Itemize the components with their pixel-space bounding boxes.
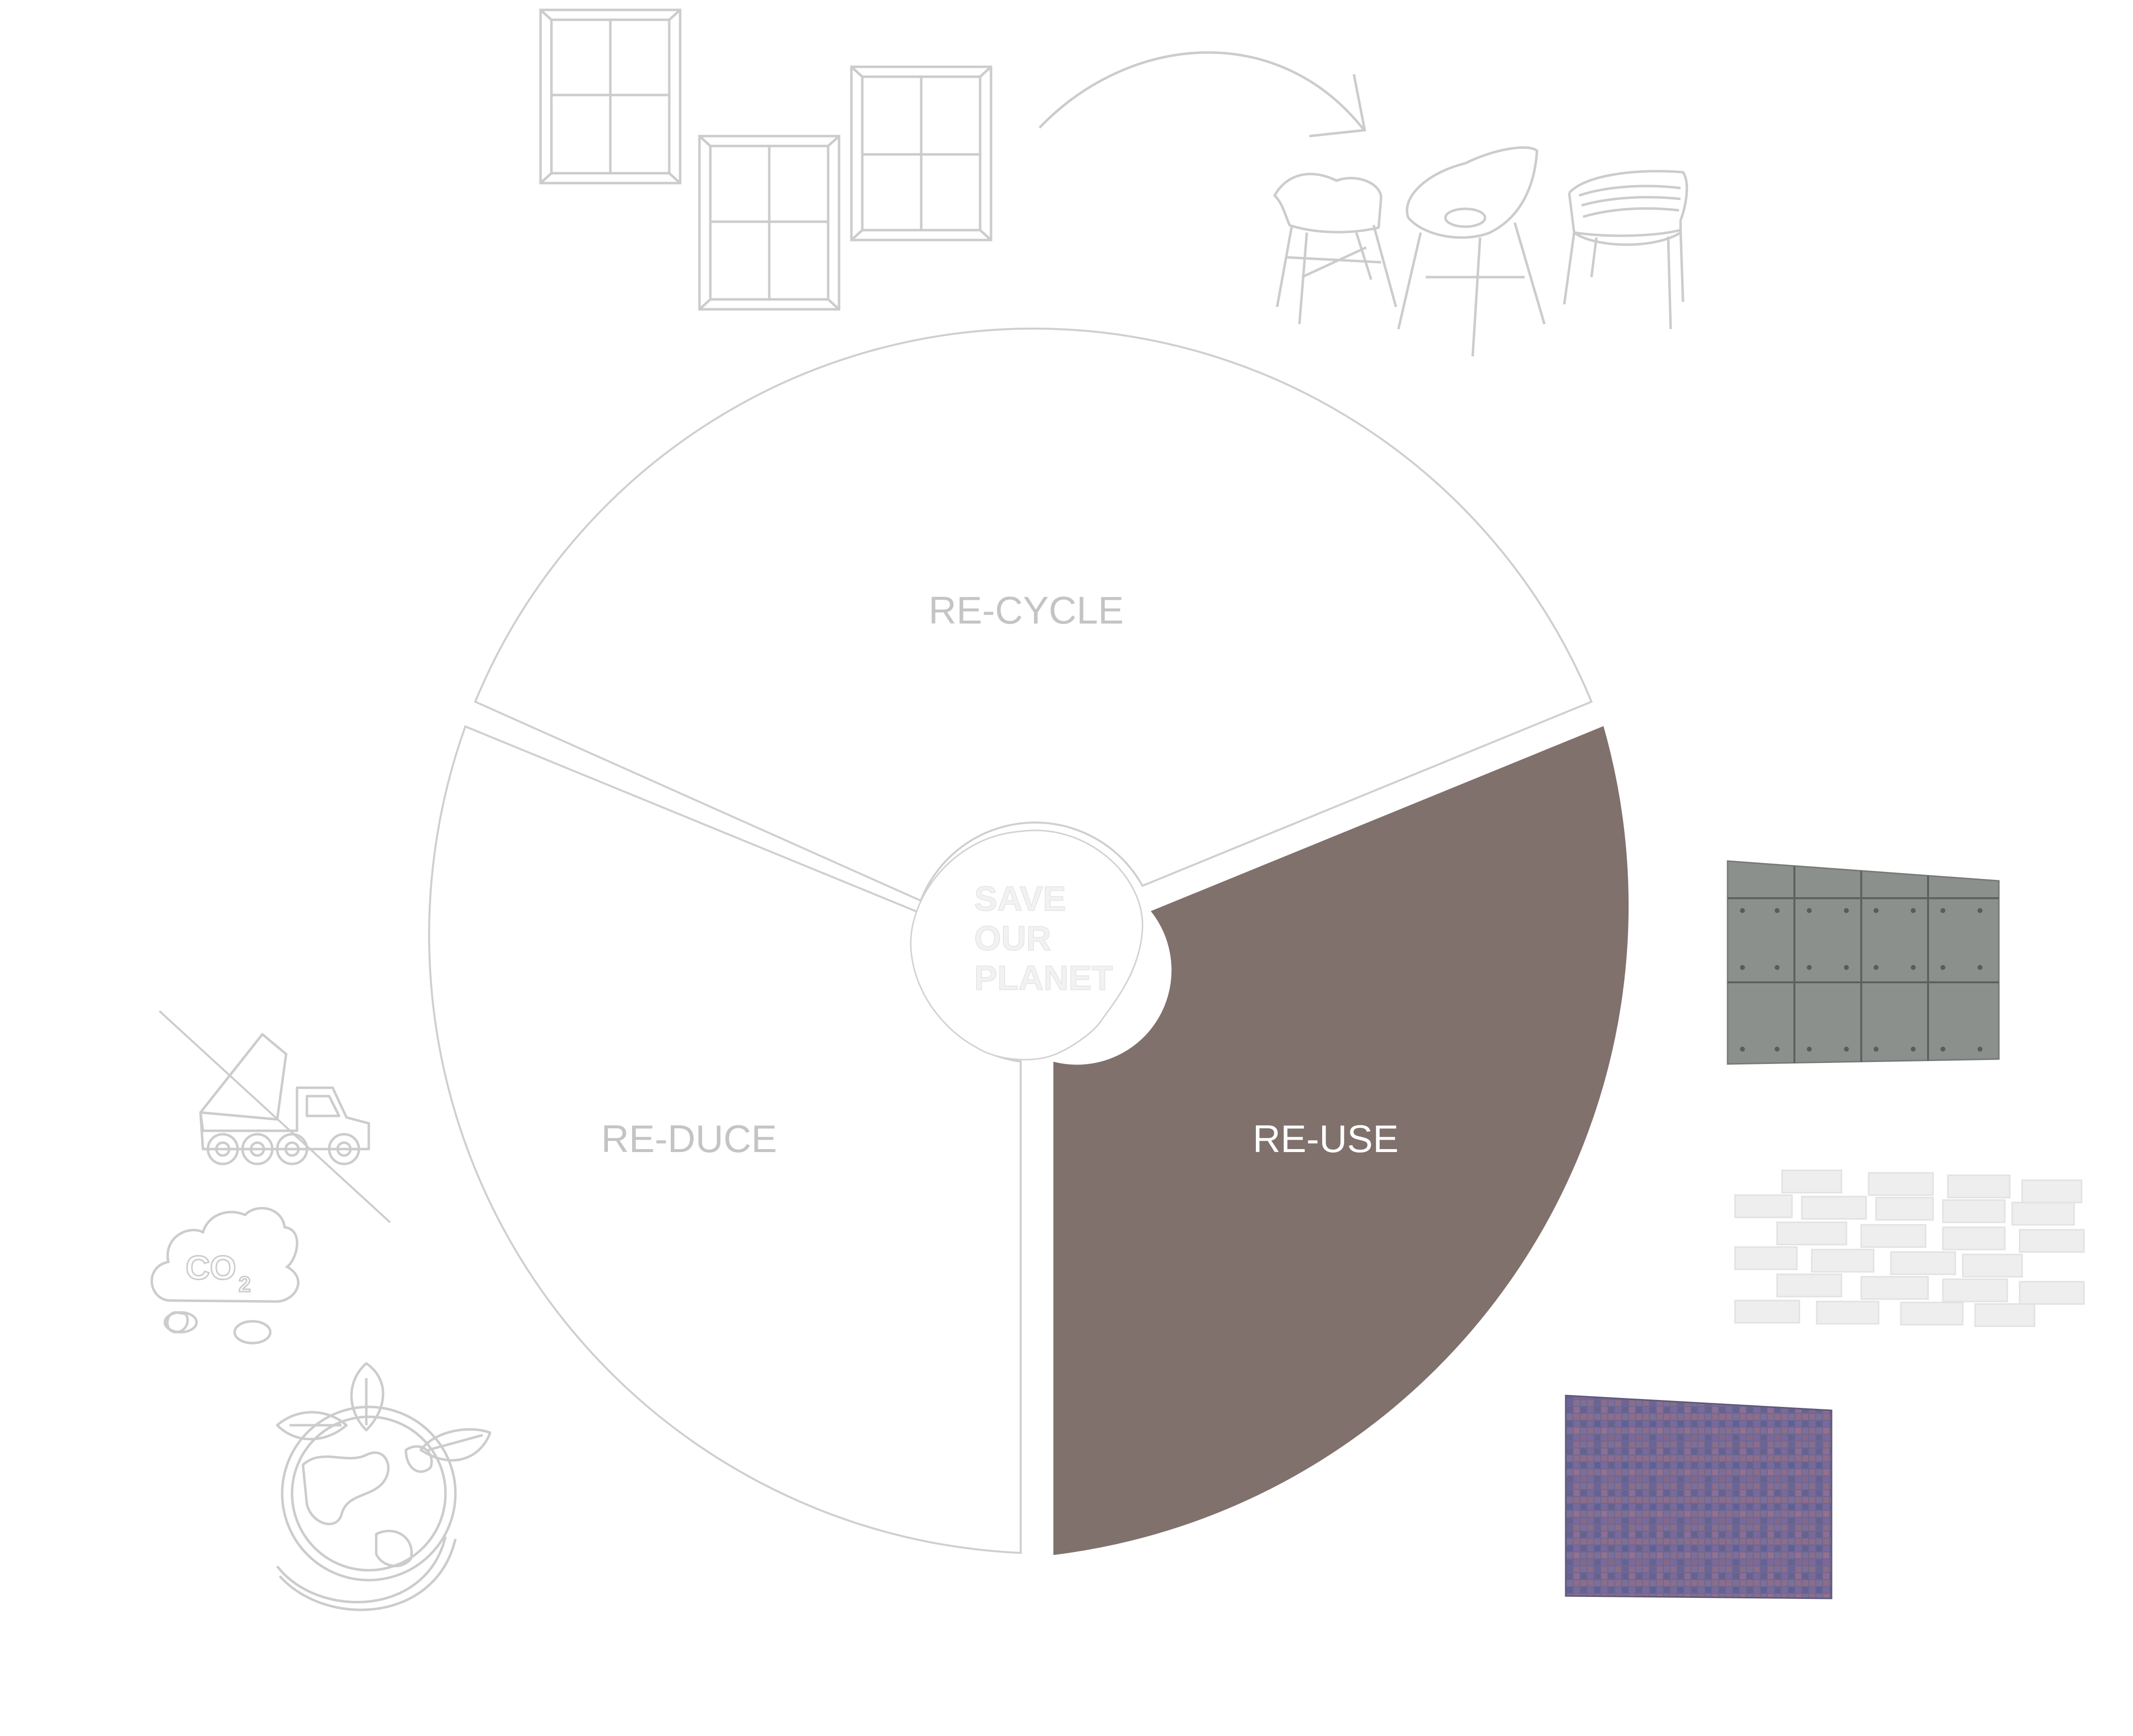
svg-text:2: 2 (239, 1272, 250, 1297)
mosaic-tile-swatch (1565, 1395, 1833, 1599)
center-text-line: PLANET (974, 959, 1113, 997)
concrete-panel-swatch (1727, 860, 2000, 1065)
center-text-line: SAVE (974, 879, 1066, 918)
svg-text:CO: CO (186, 1249, 236, 1287)
window-frame-icon (539, 8, 682, 185)
segment-recycle[interactable] (474, 328, 1593, 902)
co2-cloud-icon: CO 2 (150, 1206, 299, 1345)
window-frame-icon (850, 65, 992, 241)
chair-icon (1273, 173, 1397, 325)
curved-arrow-icon (1039, 51, 1366, 138)
segment-label-reduce: RE-DUCE (601, 1117, 777, 1160)
chair-icon (1397, 146, 1546, 357)
segment-label-reuse: RE-USE (1253, 1117, 1399, 1160)
window-frame-icon (698, 135, 841, 311)
earth-leaf-icon (276, 1362, 492, 1611)
white-tile-swatch (1734, 1169, 2085, 1327)
chair-icon (1563, 170, 1688, 330)
segment-label-recycle: RE-CYCLE (929, 588, 1124, 632)
segment-reuse[interactable] (1053, 726, 1629, 1555)
center-circle (910, 829, 1143, 1061)
diagram-circle: SAVE OUR PLANET RE-CYCLE RE-DUCE RE-USE (428, 328, 1629, 1555)
dump-truck-icon (158, 1010, 391, 1223)
center-text-line: OUR (974, 919, 1051, 958)
